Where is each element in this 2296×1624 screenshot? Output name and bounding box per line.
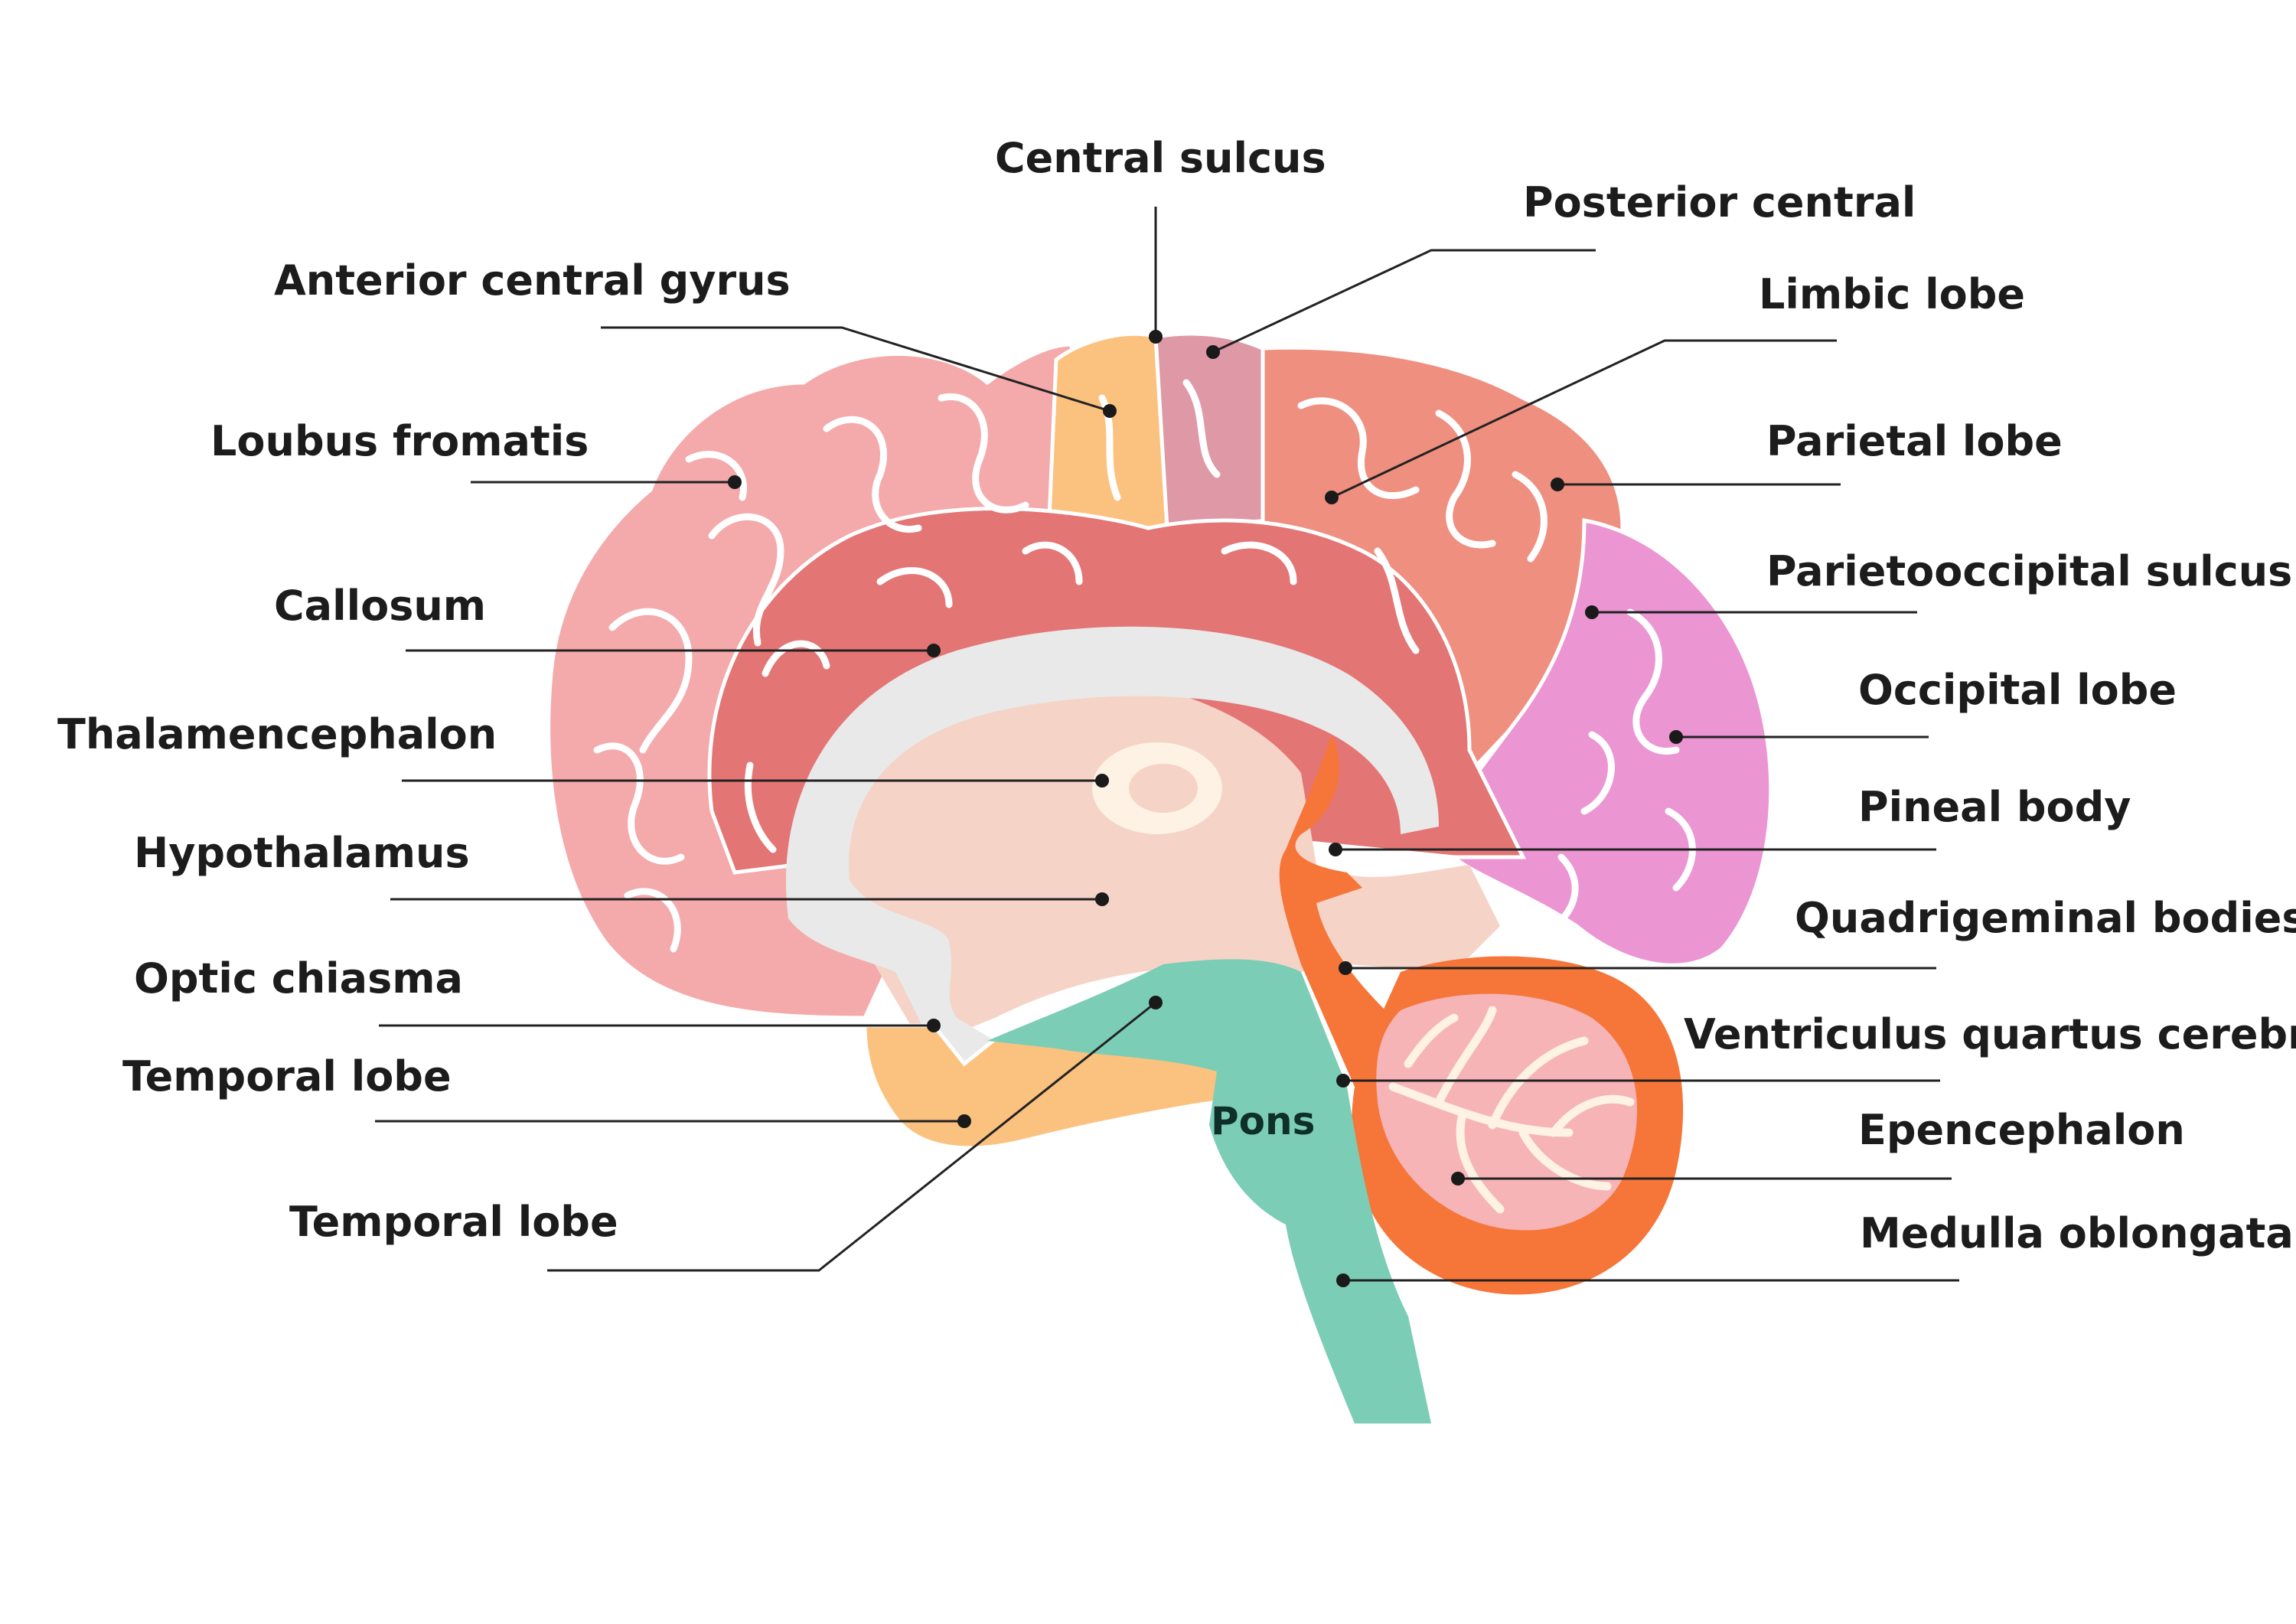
label-quadrigeminal-bodies: Quadrigeminal bodies — [1795, 894, 2296, 942]
cerebellum-inner — [1376, 993, 1638, 1231]
brainstem-region — [987, 959, 1431, 1423]
label-ventriculus-quartus-cerebri: Ventriculus quartus cerebri — [1684, 1010, 2296, 1058]
label-optic-chiasma: Optic chiasma — [134, 954, 463, 1003]
label-posterior-central: Posterior central — [1523, 178, 1916, 227]
label-temporal-lobe-2: Temporal lobe — [289, 1198, 618, 1246]
label-anterior-central-gyrus: Anterior central gyrus — [274, 256, 791, 305]
arbor-vitae — [1388, 1006, 1635, 1214]
leaders — [375, 207, 1959, 1287]
thalamus-center — [1129, 764, 1198, 813]
callosum-region — [785, 626, 1439, 1064]
brain-illustration — [546, 331, 1773, 1423]
label-parietooccipital-sulcus: Parietooccipital sulcus — [1766, 547, 2292, 595]
label-pons: Pons — [1211, 1099, 1315, 1143]
label-callosum: Callosum — [274, 582, 486, 630]
label-central-sulcus: Central sulcus — [995, 134, 1326, 182]
label-temporal-lobe-1: Temporal lobe — [122, 1052, 452, 1101]
label-medulla-oblongata: Medulla oblongata — [1860, 1209, 2294, 1257]
label-parietal-lobe: Parietal lobe — [1766, 417, 2063, 465]
label-occipital-lobe: Occipital lobe — [1858, 666, 2177, 714]
gyri-lines — [593, 379, 1696, 953]
midbrain-region — [1279, 735, 1385, 1087]
labels: Central sulcus Posterior central Anterio… — [57, 134, 2296, 1257]
label-pineal-body: Pineal body — [1858, 783, 2131, 831]
label-limbic-lobe: Limbic lobe — [1759, 270, 2025, 318]
label-thalamencephalon: Thalamencephalon — [57, 710, 497, 758]
label-epencephalon: Epencephalon — [1858, 1106, 2185, 1154]
posterior-central-region — [1153, 331, 1273, 530]
label-loubus-fromatis: Loubus fromatis — [210, 417, 589, 465]
label-hypothalamus: Hypothalamus — [134, 829, 470, 877]
